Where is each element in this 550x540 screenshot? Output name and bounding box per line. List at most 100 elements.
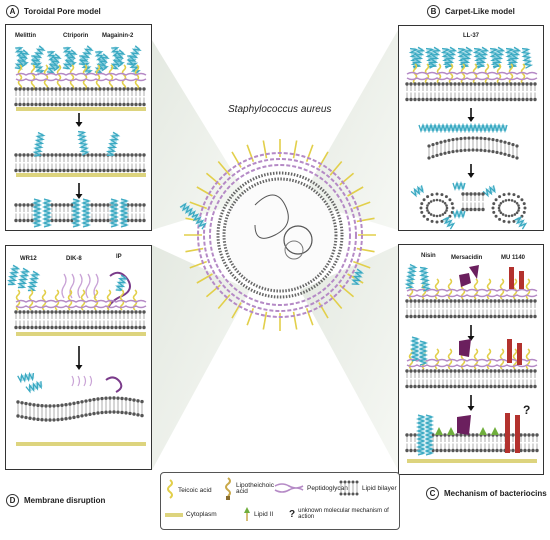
lipid-head (445, 209, 448, 212)
lipid-head (533, 82, 537, 86)
helix-coil (6, 264, 21, 286)
lipid-head (505, 82, 509, 86)
peptide-helix (17, 371, 35, 384)
lipid-head (515, 144, 519, 148)
lipid-head (501, 299, 505, 303)
lipid-head (134, 102, 138, 107)
lipid-head (343, 492, 347, 496)
lipid-head (494, 214, 498, 218)
lipid-head (421, 369, 425, 373)
teichoic-acid (121, 64, 127, 91)
teichoic-acid (30, 64, 36, 91)
lipid-head (447, 138, 451, 142)
helix-coil (482, 185, 496, 198)
lipid-head (22, 168, 26, 173)
peptide-helix (118, 198, 130, 228)
lipid-head (441, 82, 445, 86)
helix-coil (25, 380, 42, 394)
helix-coil (108, 198, 120, 228)
teichoic-acid (329, 160, 343, 176)
lipid-head (54, 203, 58, 207)
lipid-head (497, 299, 501, 303)
lipid-head (130, 153, 134, 157)
helix-coil (415, 414, 427, 456)
lipid-head (54, 87, 58, 91)
peptide-label-nisin: Nisin (421, 253, 436, 259)
lipid-ii (479, 427, 487, 435)
lipid-head (98, 87, 102, 91)
lipid-head (66, 310, 70, 314)
lipid-head (106, 168, 110, 173)
lipid-head (437, 299, 441, 303)
lipid-head (22, 325, 26, 330)
lipid-head (517, 299, 521, 303)
peptidoglycan-layer (406, 364, 538, 368)
lipid-head (523, 448, 527, 453)
legend-item-unknown-mechanism: ? unknown molecular mechanism of action (289, 508, 389, 520)
lipid-head (431, 448, 435, 453)
lipid-head (443, 433, 447, 437)
lipid-head (445, 206, 449, 210)
lipid-head (94, 218, 98, 223)
lipid-head (465, 299, 469, 303)
lipid-head (447, 448, 451, 453)
lipid-head (443, 151, 447, 155)
teichoic-acid (262, 140, 268, 159)
lipid-head (449, 314, 453, 319)
lipid-head (98, 153, 102, 157)
curved-membrane (427, 136, 519, 160)
lipid-head (507, 214, 511, 218)
lipid-head (134, 87, 138, 91)
lipid-head (42, 325, 46, 330)
lipid-head (467, 136, 471, 140)
lipid-head (475, 136, 479, 140)
lipid-head (441, 213, 445, 216)
lipid-head (507, 220, 511, 224)
chromosome (254, 194, 289, 239)
lipid-head (42, 310, 46, 314)
helix-coil (490, 122, 508, 134)
lipid-head (453, 384, 457, 389)
lipid-head (110, 168, 114, 173)
lipid-head (429, 369, 433, 373)
lipid-head (437, 97, 441, 102)
lipid-head (453, 97, 457, 102)
lipid-head (421, 314, 425, 319)
lipid-head (435, 448, 439, 453)
lipid-head (132, 412, 136, 416)
lipid-head (477, 369, 481, 373)
lipid-head (485, 97, 489, 102)
lipid-head (142, 325, 146, 330)
lipid-head (409, 97, 413, 102)
lipid-head (417, 97, 421, 102)
lipid-head (78, 168, 82, 173)
lipid-head (409, 299, 413, 303)
lipid-head (433, 82, 437, 86)
dik-8-peptide (93, 273, 99, 299)
ip-peptide (105, 376, 123, 393)
lipid-head (493, 314, 497, 319)
lipid-head (90, 102, 94, 107)
peptide-helix (404, 263, 418, 289)
lipid-head (54, 153, 58, 157)
lipid-head (22, 218, 26, 223)
peptide-helix (452, 208, 466, 220)
lipid-head (483, 148, 487, 153)
peptide-helix (14, 49, 30, 70)
lipid-head (138, 153, 142, 157)
teichoic-acid (292, 311, 298, 330)
lipid-head (519, 433, 523, 437)
peptide-helix (78, 45, 94, 66)
lipid-head (50, 102, 54, 107)
lipid-head (138, 310, 142, 314)
disrupted-membrane (16, 396, 144, 422)
lipid-head (469, 369, 473, 373)
lipid-head (429, 299, 433, 303)
peptide-helix (410, 185, 424, 198)
lipid-head (20, 415, 24, 419)
peptide-helix (452, 180, 466, 192)
lipid-head (54, 310, 58, 314)
lipid-head (50, 87, 54, 91)
mersacidin-peptide (457, 415, 471, 435)
lipid-head (465, 97, 469, 102)
